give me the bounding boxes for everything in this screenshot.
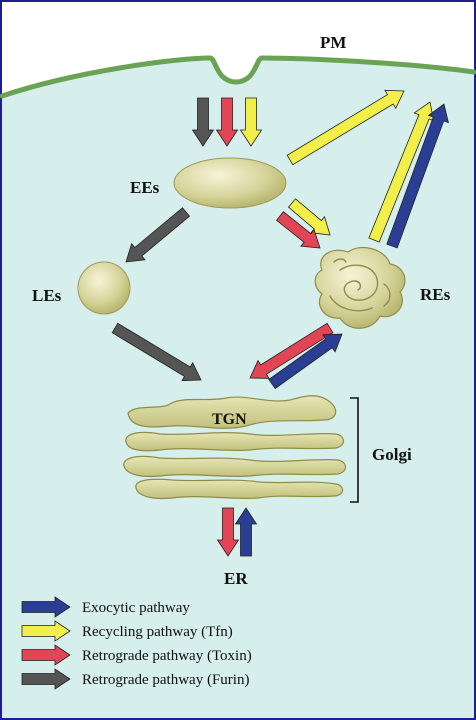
res-label: REs	[420, 285, 451, 304]
arrow-tgn-to-res-exocytic	[268, 333, 343, 390]
recycling-endosome-folds	[329, 258, 391, 312]
blue-arrow-icon	[21, 596, 71, 618]
legend-label-retrograde-toxin: Retrograde pathway (Toxin)	[82, 648, 252, 664]
legend-item-recycling: Recycling pathway (Tfn)	[21, 620, 233, 642]
legend-item-retrograde-toxin: Retrograde pathway (Toxin)	[21, 644, 252, 666]
arrow-ees-to-res-toxin	[276, 211, 321, 249]
arrow-ees-to-res-recycling	[287, 198, 331, 236]
yellow-arrow-icon-shape	[21, 620, 71, 642]
pm-label: PM	[320, 33, 346, 52]
legend: Exocytic pathway Recycling pathway (Tfn)…	[21, 596, 252, 690]
tgn-label: TGN	[212, 411, 247, 428]
legend-item-exocytic: Exocytic pathway	[21, 596, 190, 618]
golgi-stack	[123, 395, 347, 500]
golgi-bracket	[350, 397, 359, 503]
early-endosome	[173, 157, 287, 209]
legend-item-retrograde-furin: Retrograde pathway (Furin)	[21, 668, 249, 690]
legend-label-retrograde-furin: Retrograde pathway (Furin)	[82, 672, 249, 688]
arrow-er-to-golgi-exocytic	[234, 507, 258, 557]
arrow-ees-to-pm-recycling	[286, 89, 405, 166]
blue-arrow-icon-shape	[21, 596, 71, 618]
arrow-pm-to-ees-recycling	[239, 97, 263, 147]
cytoplasm	[2, 58, 474, 718]
arrow-res-to-tgn-toxin	[249, 322, 334, 379]
red-arrow-icon-shape	[21, 644, 71, 666]
arrow-res-to-pm-recycling	[368, 101, 435, 243]
pathway-arrows	[111, 89, 449, 557]
gray-arrow-icon	[21, 668, 71, 690]
gray-arrow-icon-shape	[21, 668, 71, 690]
red-arrow-icon	[21, 644, 71, 666]
plasma-membrane	[0, 55, 476, 99]
golgi-label: Golgi	[372, 445, 412, 464]
ees-label: EEs	[130, 178, 160, 197]
arrow-golgi-res-to-pm-exocytic	[386, 103, 449, 249]
arrow-golgi-to-er-toxin	[216, 507, 240, 557]
les-label: LEs	[32, 286, 62, 305]
arrow-pm-to-ees-toxin	[215, 97, 239, 147]
legend-label-recycling: Recycling pathway (Tfn)	[82, 624, 233, 640]
arrow-pm-to-ees-furin	[191, 97, 215, 147]
arrow-ees-to-les-furin	[125, 207, 191, 263]
legend-label-exocytic: Exocytic pathway	[82, 600, 190, 616]
arrow-les-to-tgn-furin	[111, 322, 202, 382]
er-label: ER	[224, 569, 248, 588]
late-endosome	[77, 261, 131, 315]
yellow-arrow-icon	[21, 620, 71, 642]
